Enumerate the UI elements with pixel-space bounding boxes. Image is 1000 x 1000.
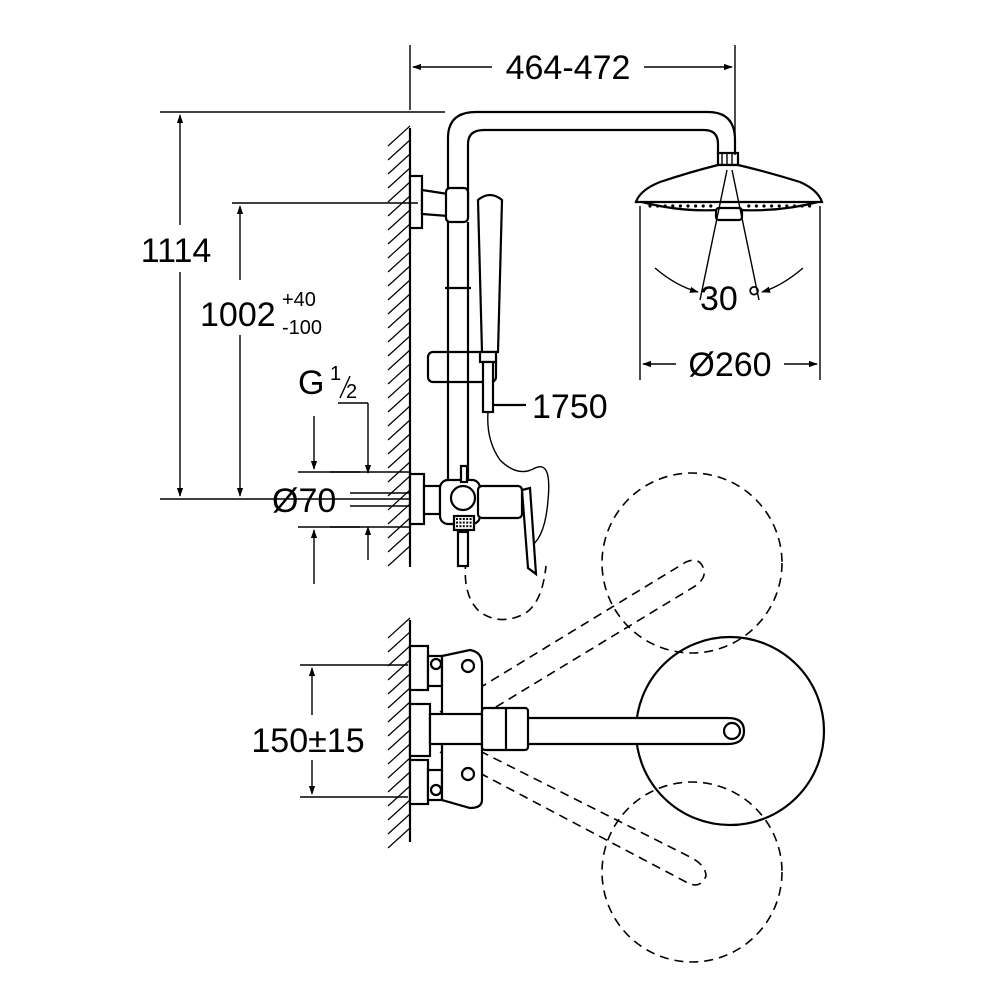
dim-inlet-spacing xyxy=(300,664,408,798)
shower-head xyxy=(634,163,824,222)
label-total-height: 1114 xyxy=(141,232,212,270)
label-thread-prefix: G xyxy=(298,364,324,402)
dim-rosette xyxy=(298,416,410,584)
label-rosette-diameter: Ø70 xyxy=(272,482,336,520)
dim-head-height xyxy=(232,202,418,497)
wall-lower xyxy=(387,617,412,849)
label-head-height-minus: -100 xyxy=(282,317,322,339)
dim-thread xyxy=(330,402,410,560)
wall-bracket xyxy=(408,174,470,230)
label-thread-den: 2 xyxy=(346,381,357,403)
top-view-mixer xyxy=(408,644,530,810)
label-inlet-spacing: 150±15 xyxy=(251,722,364,760)
label-head-height-plus: +40 xyxy=(282,289,316,311)
label-head-height: 1002 xyxy=(200,296,276,334)
label-arm-reach: 464-472 xyxy=(506,49,631,87)
label-hose-length: 1750 xyxy=(532,388,608,426)
wall-upper xyxy=(387,125,412,567)
dim-arm-reach xyxy=(409,45,736,155)
spray-lines xyxy=(639,169,821,380)
label-spray-angle: 30 ° xyxy=(700,280,761,318)
label-thread-num: 1 xyxy=(330,363,341,385)
label-head-diameter: Ø260 xyxy=(688,346,771,384)
top-view-arm-swing xyxy=(439,559,707,886)
mixer-valve xyxy=(408,464,538,577)
dim-total-height xyxy=(160,111,445,500)
shower-hose xyxy=(464,411,550,621)
shower-arm xyxy=(446,110,737,196)
hand-shower xyxy=(476,193,526,414)
